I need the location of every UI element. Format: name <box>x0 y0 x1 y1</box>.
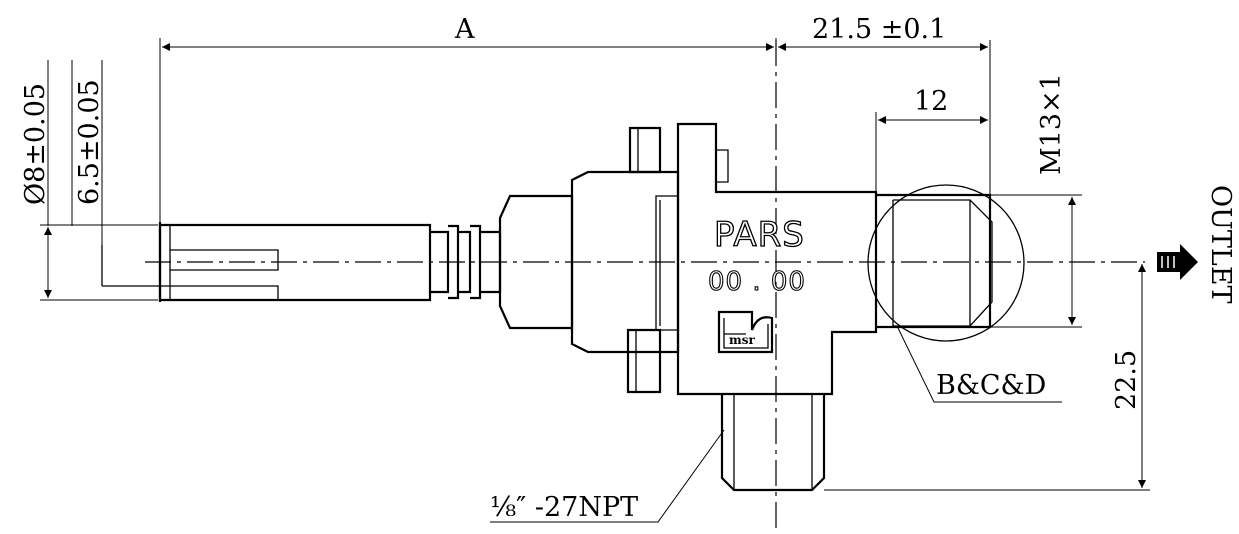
dimension-outlet-height: 22.5 <box>1111 350 1142 410</box>
dimension-body-length: 21.5 ±0.1 <box>812 14 946 45</box>
outlet-label: OUTLET <box>1205 185 1236 304</box>
seal-callout-label: B&C&D <box>936 370 1046 401</box>
dimension-flat-width: 6.5±0.05 <box>74 79 105 205</box>
valve-body <box>676 122 878 396</box>
dimension-thread-spec: M13×1 <box>1036 73 1067 175</box>
rear-housing <box>570 126 680 394</box>
brand-marking: PARS <box>714 215 805 255</box>
seal-detail-circle <box>867 184 1025 342</box>
seal-leader-line <box>897 327 1062 403</box>
dimension-a: A <box>454 14 475 45</box>
logo-icon: msr <box>717 310 774 354</box>
inlet-fitting <box>720 394 826 492</box>
svg-text:msr: msr <box>729 333 755 347</box>
inlet-leader-line <box>490 429 725 523</box>
outlet-arrow-icon <box>1157 244 1198 280</box>
code-marking: 00 . 00 <box>708 267 806 297</box>
inlet-thread-label: ⅛″ -27NPT <box>490 492 638 523</box>
dimension-shaft-diameter: Ø8±0.05 <box>20 83 51 205</box>
dimension-thread-length: 12 <box>914 86 948 117</box>
valve-shaft <box>101 222 432 302</box>
outlet-nozzle <box>876 193 993 329</box>
